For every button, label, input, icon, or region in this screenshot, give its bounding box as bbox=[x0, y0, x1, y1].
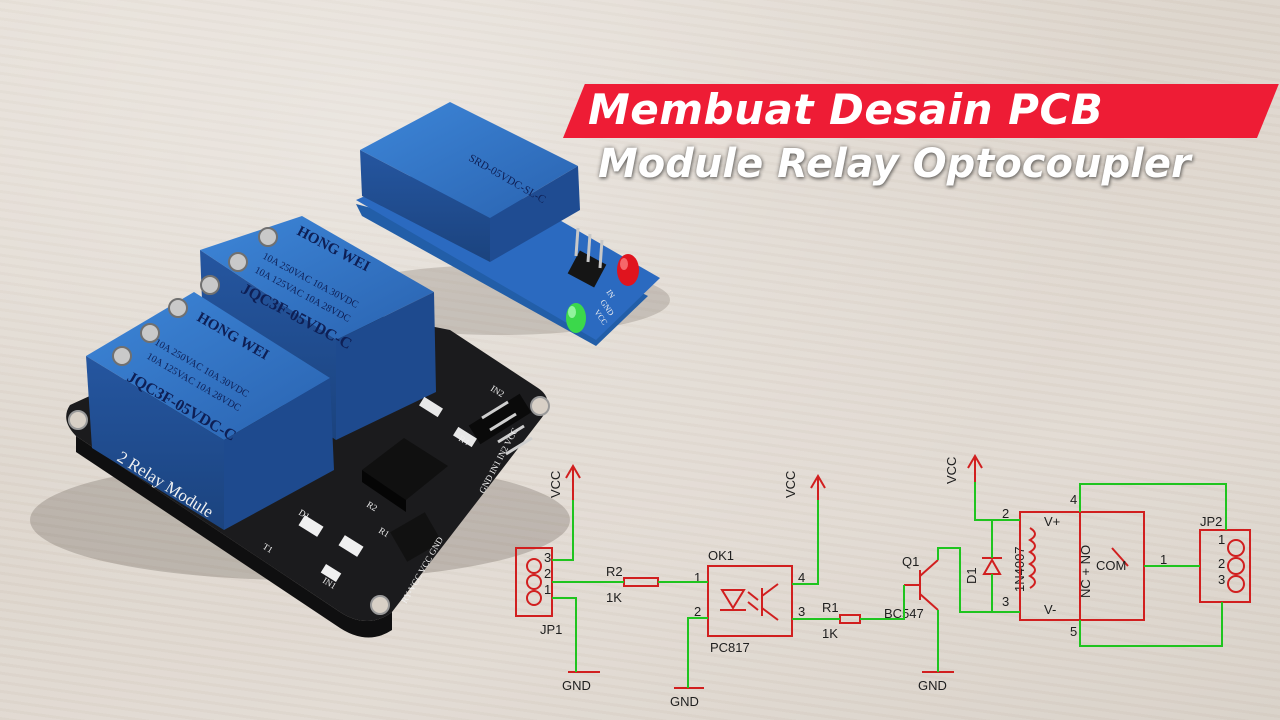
jp2-pin-1: 1 bbox=[1218, 532, 1225, 547]
vcc-symbol-2: VCC bbox=[783, 471, 826, 500]
gnd-symbol-3: GND bbox=[918, 671, 954, 693]
optocoupler-chip bbox=[362, 438, 448, 500]
jp2-pin-3: 3 bbox=[1218, 572, 1225, 587]
jp1-connector: 3 2 1 JP1 bbox=[515, 547, 562, 637]
silk-r4: R4 bbox=[457, 433, 472, 447]
relay-pin-2: 2 bbox=[1002, 506, 1009, 521]
d1-diode: D1 1N4007 bbox=[964, 546, 1027, 592]
gnd-label-2: GND bbox=[670, 694, 699, 709]
silk-d1: D1 bbox=[297, 507, 312, 521]
title-block: Membuat Desain PCB Module Relay Optocoup… bbox=[0, 0, 1280, 200]
r2-name: R2 bbox=[606, 564, 623, 579]
jp1-pin-3: 3 bbox=[544, 550, 551, 565]
vcc-symbol-3: VCC bbox=[944, 454, 983, 484]
ok1-pin-4: 4 bbox=[798, 570, 805, 585]
relay-com: COM bbox=[1096, 558, 1126, 573]
vcc-label-2: VCC bbox=[783, 471, 798, 498]
relay-v-plus: V+ bbox=[1044, 514, 1060, 529]
schematic-wires bbox=[552, 482, 1227, 688]
ok1-pin-3: 3 bbox=[798, 604, 805, 619]
q1-name: Q1 bbox=[902, 554, 919, 569]
ok1-part: PC817 bbox=[710, 640, 750, 655]
relay-pin-5: 5 bbox=[1070, 624, 1077, 639]
jumper-header bbox=[390, 512, 442, 562]
relay-v-minus: V- bbox=[1044, 602, 1056, 617]
relay-pin-3: 3 bbox=[1002, 594, 1009, 609]
one-relay-body bbox=[360, 102, 578, 218]
r1-resistor: R1 1K bbox=[822, 600, 861, 641]
one-relay-module: SRD-05VDC-SL-C IN GND VCC bbox=[356, 102, 660, 346]
vcc-label-1: VCC bbox=[548, 471, 563, 498]
silk-t1: T1 bbox=[261, 541, 275, 555]
jp1-name: JP1 bbox=[540, 622, 562, 637]
q1-transistor: Q1 BC547 bbox=[884, 554, 939, 621]
r1-value: 1K bbox=[822, 626, 838, 641]
jp1-pin-1: 1 bbox=[544, 582, 551, 597]
relay-pin-1: 1 bbox=[1160, 552, 1167, 567]
ok1-pin-2: 2 bbox=[694, 604, 701, 619]
jp1-pin-2: 2 bbox=[544, 566, 551, 581]
gnd-label-1: GND bbox=[562, 678, 591, 693]
title-line-2: Module Relay Optocoupler bbox=[598, 141, 1191, 187]
jp2-pin-2: 2 bbox=[1218, 556, 1225, 571]
jp2-name: JP2 bbox=[1200, 514, 1222, 529]
r2-resistor: R2 1K bbox=[606, 564, 659, 605]
ok1-pin-1: 1 bbox=[694, 570, 701, 585]
gnd-symbol-1: GND bbox=[562, 671, 600, 693]
two-relay-module: HONG WEI 10A 250VAC 10A 30VDC 10A 125VAC… bbox=[66, 216, 550, 638]
front-relay-side bbox=[86, 356, 224, 530]
silk-r1: R1 bbox=[377, 525, 391, 539]
silk-r2: R2 bbox=[365, 499, 379, 513]
ok1-optocoupler: OK1 PC817 1 2 3 4 bbox=[694, 548, 805, 655]
relay-nc-no: NC + NO bbox=[1078, 545, 1093, 598]
r1-name: R1 bbox=[822, 600, 839, 615]
vcc-symbol-1: VCC bbox=[548, 464, 581, 500]
r2-value: 1K bbox=[606, 590, 622, 605]
ok1-name: OK1 bbox=[708, 548, 734, 563]
gnd-label-3: GND bbox=[918, 678, 947, 693]
gnd-symbol-2: GND bbox=[670, 687, 704, 709]
d1-name: D1 bbox=[964, 567, 979, 584]
relay-symbol: V+ V- NC + NO COM 2 3 4 5 1 bbox=[1002, 492, 1167, 639]
title-line-1: Membuat Desain PCB bbox=[588, 85, 1104, 134]
vcc-label-3: VCC bbox=[944, 457, 959, 484]
relay-pin-4: 4 bbox=[1070, 492, 1077, 507]
